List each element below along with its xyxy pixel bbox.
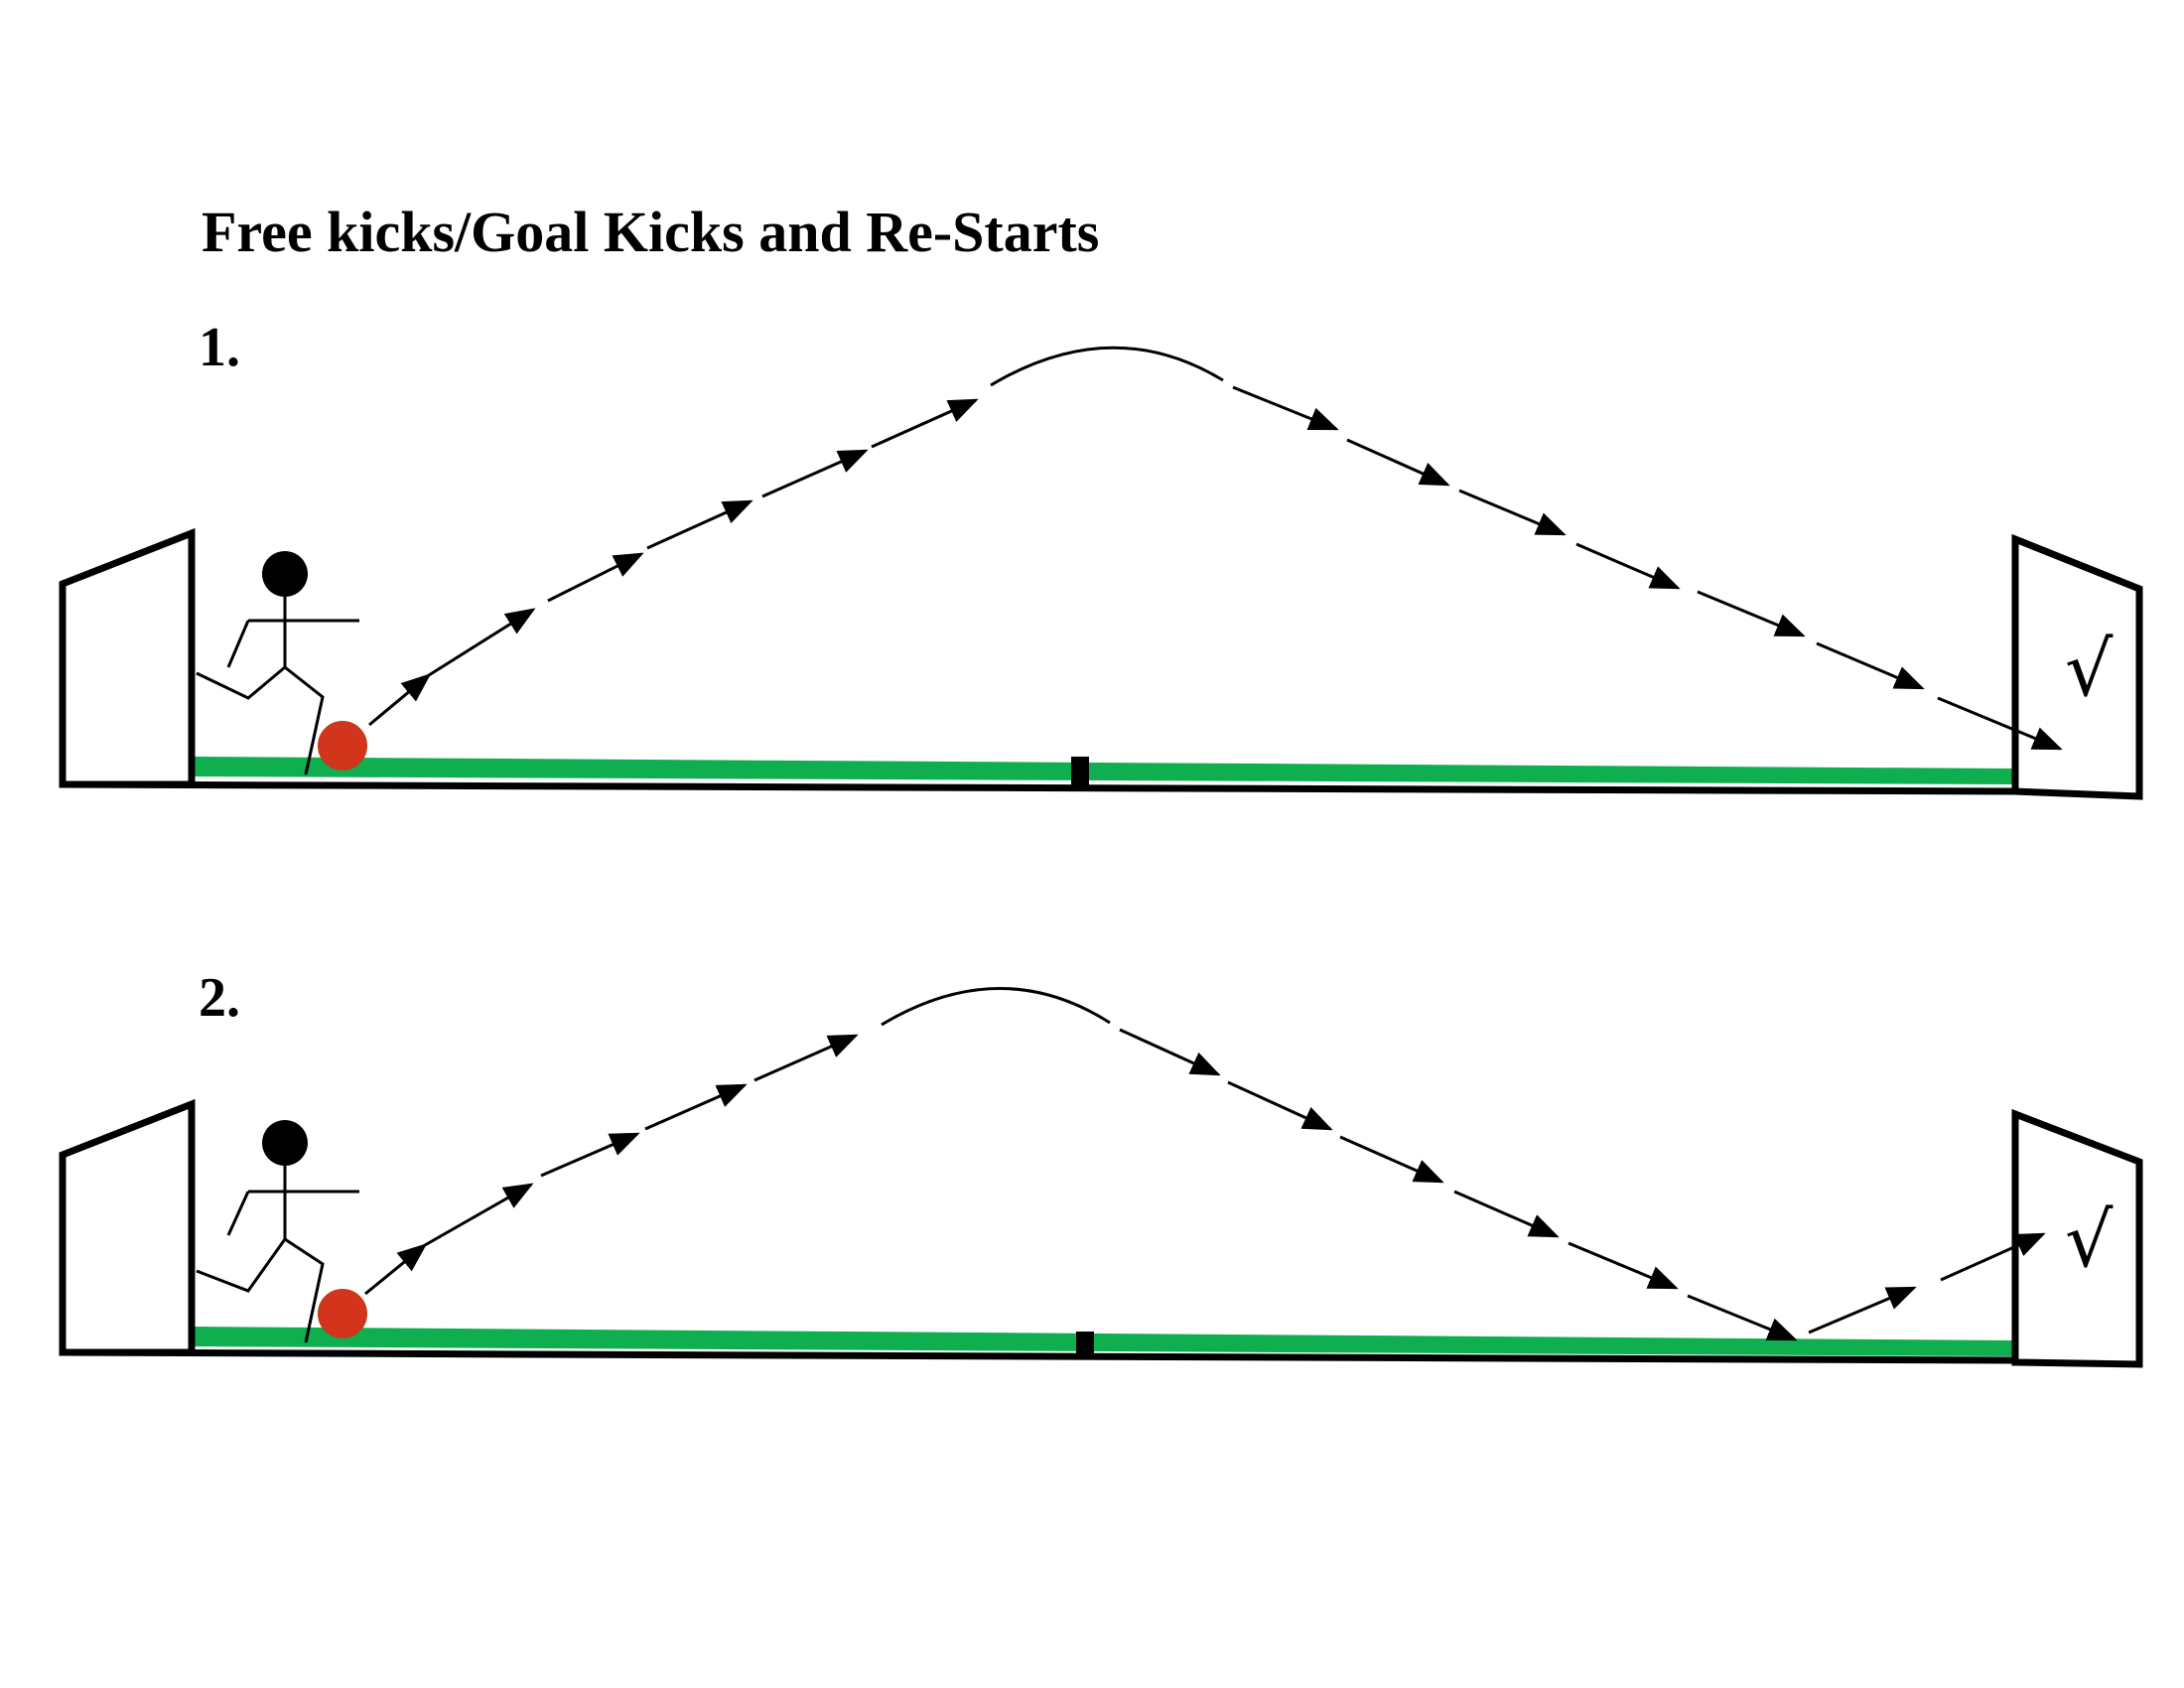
turf-strip [194,1327,2015,1356]
turf-strip [194,757,2015,784]
diagram-1: √ [59,346,2143,800]
ball-icon [318,721,367,771]
check-mark-icon: √ [2065,625,2114,713]
stick-figure-player-icon [196,551,359,775]
ball-path [364,987,2046,1341]
center-mark [1076,1332,1094,1355]
ball-path [368,346,2063,751]
diagram-1-number: 1. [199,317,240,378]
ground-line [59,780,2016,795]
page-title: Free kicks/Goal Kicks and Re-Starts [202,200,1100,264]
stick-figure-player-icon [196,1120,359,1343]
ground-line [59,1348,2016,1364]
goal-icon [59,1098,196,1356]
diagram-2-number: 2. [199,967,240,1029]
ball-icon [318,1289,367,1338]
check-mark-icon: √ [2065,1196,2114,1284]
center-mark [1071,757,1089,786]
diagram-2: √ [59,987,2143,1368]
goal-icon [2011,1108,2143,1368]
goal-icon [59,527,196,788]
